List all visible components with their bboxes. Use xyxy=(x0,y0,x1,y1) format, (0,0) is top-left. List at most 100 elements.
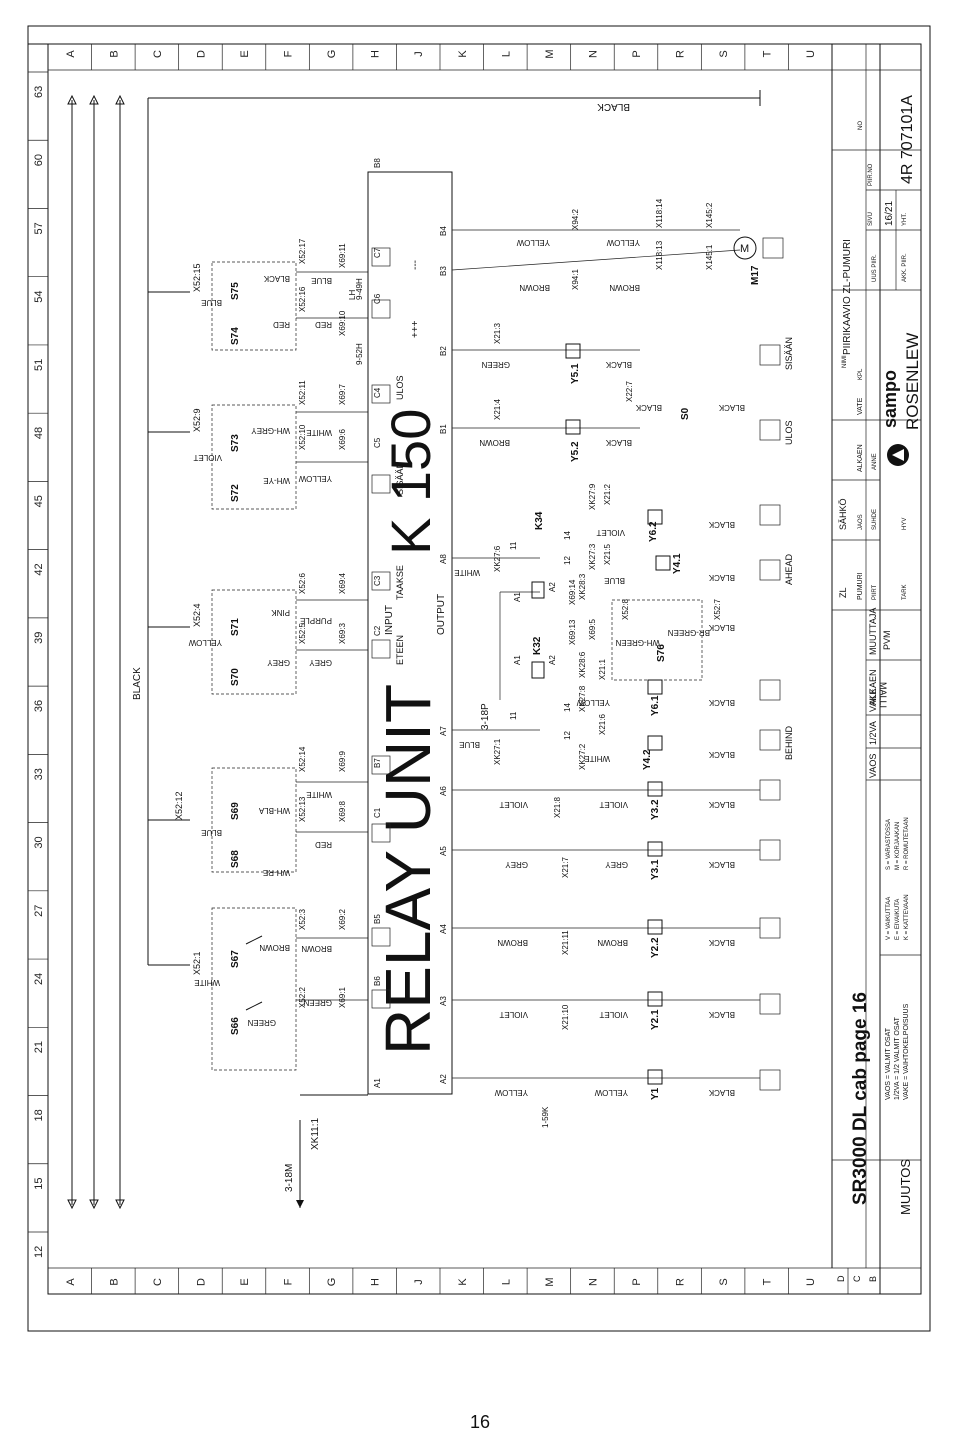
switch-group-s74-s75: X52:15 S74 S75 RED BLACK BLUE xyxy=(192,261,297,351)
border-letter-top: K xyxy=(457,50,469,58)
svg-text:C: C xyxy=(852,1275,862,1282)
svg-text:1/2VA: 1/2VA xyxy=(868,721,878,745)
connector-x52-15: X52:15 xyxy=(192,263,202,292)
svg-text:A2: A2 xyxy=(548,582,557,592)
border-number: 18 xyxy=(33,1109,45,1121)
wire-label-black-top: BLACK xyxy=(597,101,630,112)
supply-1-59k: 1-59K xyxy=(541,1106,550,1128)
svg-text:RED: RED xyxy=(315,840,332,849)
border-letter-top: M xyxy=(544,49,556,58)
border-letter-top: T xyxy=(762,50,774,57)
input-terminal: C2 xyxy=(373,625,382,636)
svg-text:BLACK: BLACK xyxy=(708,623,735,632)
svg-text:YHT.: YHT. xyxy=(902,213,908,226)
svg-text:Y4.2: Y4.2 xyxy=(642,749,653,770)
svg-text:S = VARASTOSSA: S = VARASTOSSA xyxy=(886,819,892,870)
svg-text:Y3.1: Y3.1 xyxy=(650,859,661,880)
switch-group-s66-s67: X52:1 S66 S67 GREEN BROWN WHITE xyxy=(192,907,297,1071)
switch-s74: S74 xyxy=(230,327,241,345)
svg-text:BLACK: BLACK xyxy=(605,438,632,447)
svg-text:BLUE: BLUE xyxy=(459,740,480,749)
input-plus: +++ xyxy=(410,320,421,338)
svg-text:BLACK: BLACK xyxy=(718,403,745,412)
svg-text:PIIR.NO: PIIR.NO xyxy=(868,163,874,186)
connector-column-x52: X52:2 X52:3 X52:13 X52:14 X52:5 X52:6 X5… xyxy=(298,238,307,1008)
wire-wh-blue: BLUE xyxy=(201,828,222,837)
valve-coils: Y1 Y2.1 Y2.2 Y3.1 Y3.2 Y4.2 Y6.1 Y4.1 Y6… xyxy=(565,343,745,1100)
switch-s68: S68 xyxy=(230,850,241,868)
border-number: 12 xyxy=(33,1246,45,1258)
xk11-label: XK11:1 xyxy=(310,1118,321,1150)
svg-text:GREEN: GREEN xyxy=(303,998,332,1007)
sheet-page: 16/21 xyxy=(884,201,895,226)
svg-text:ALKAEN: ALKAEN xyxy=(868,669,878,705)
svg-text:X21:4: X21:4 xyxy=(493,399,502,420)
svg-text:XK27:9: XK27:9 xyxy=(588,483,597,510)
svg-text:X145:1: X145:1 xyxy=(705,244,714,270)
connector-x52-12: X52:12 xyxy=(174,791,184,820)
svg-text:YELLOW: YELLOW xyxy=(594,1088,628,1097)
input-wires xyxy=(296,178,369,1001)
left-supply-rails: 3-18M XK11:1 xyxy=(67,94,368,1210)
border-letter-top: A xyxy=(65,50,77,58)
svg-text:VIOLET: VIOLET xyxy=(599,1010,628,1019)
svg-text:PVM: PVM xyxy=(882,630,892,650)
svg-text:X69:11: X69:11 xyxy=(338,243,347,268)
svg-text:X69:14: X69:14 xyxy=(568,579,577,605)
svg-text:B: B xyxy=(868,1276,878,1282)
border-number: 39 xyxy=(33,632,45,644)
svg-text:BLACK: BLACK xyxy=(708,1010,735,1019)
svg-text:X69:6: X69:6 xyxy=(338,429,347,450)
svg-text:X118:13: X118:13 xyxy=(655,240,664,270)
svg-text:V = VAIKUTTAA: V = VAIKUTTAA xyxy=(886,897,892,940)
switch-s69: S69 xyxy=(230,802,241,820)
border-letter-bottom: L xyxy=(500,1279,512,1285)
input-terminal: B7 xyxy=(373,758,382,768)
wire-yellow-s71: YELLOW xyxy=(188,638,222,647)
svg-text:11: 11 xyxy=(509,711,518,720)
svg-text:K = KATTEVAAN: K = KATTEVAAN xyxy=(904,894,910,940)
svg-text:PURPLE: PURPLE xyxy=(300,616,332,625)
border-number: 57 xyxy=(33,222,45,234)
svg-text:X69:8: X69:8 xyxy=(338,801,347,822)
output-terminal: A1 xyxy=(373,1078,382,1088)
switch-s76: S76 xyxy=(656,644,667,662)
connector-x52-9: X52:9 xyxy=(192,408,202,432)
border-letter-top: S xyxy=(718,50,730,57)
svg-text:X52:16: X52:16 xyxy=(298,286,307,312)
border-letter-top: R xyxy=(675,50,687,58)
output-terminal: B2 xyxy=(439,346,448,356)
svg-text:ANNE: ANNE xyxy=(872,453,878,470)
svg-text:BROWN: BROWN xyxy=(301,944,332,953)
svg-text:GREEN: GREEN xyxy=(481,360,510,369)
switch-group-s68-s69: X52:12 S68 S69 WH-RE WH-BLA BLUE xyxy=(174,767,297,877)
svg-text:XK27:3: XK27:3 xyxy=(588,543,597,570)
company-name-2: ROSENLEW xyxy=(903,333,922,430)
svg-text:NO: NO xyxy=(858,121,864,130)
svg-text:BLACK: BLACK xyxy=(708,520,735,529)
svg-text:X21:1: X21:1 xyxy=(598,659,607,680)
output-terminal: A8 xyxy=(439,554,448,564)
wire-label-black-left: BLACK xyxy=(132,667,143,700)
muutos: MUUTOS xyxy=(898,1159,913,1215)
svg-text:YELLOW: YELLOW xyxy=(576,698,610,707)
svg-text:ALKAEN: ALKAEN xyxy=(857,444,864,472)
svg-text:BLACK: BLACK xyxy=(708,800,735,809)
symbol-ahead: AHEAD xyxy=(784,553,794,585)
border-letter-top: H xyxy=(370,50,382,58)
wire-brown-s67: BROWN xyxy=(259,943,290,952)
svg-text:Y4.1: Y4.1 xyxy=(672,553,683,574)
svg-text:A2: A2 xyxy=(548,655,557,665)
title-block: SR3000 DL cab page 16 MUUTOS D C B VAOS … xyxy=(831,44,922,1294)
svg-text:PUMURI: PUMURI xyxy=(857,572,864,600)
svg-text:Y6.2: Y6.2 xyxy=(648,521,659,542)
border-letter-top: N xyxy=(587,50,599,58)
svg-text:Y5.1: Y5.1 xyxy=(570,363,581,384)
svg-text:PIIRT: PIIRT xyxy=(872,584,878,600)
connector-x52-4: X52:4 xyxy=(192,603,202,627)
svg-text:9-49H: 9-49H xyxy=(355,278,364,300)
svg-text:14: 14 xyxy=(563,703,572,712)
svg-text:Y1: Y1 xyxy=(650,1087,661,1100)
